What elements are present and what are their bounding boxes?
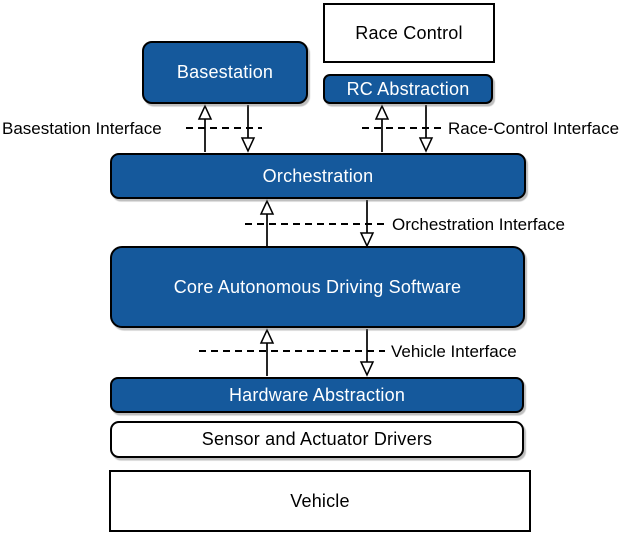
node-hardware-abstraction: Hardware Abstraction bbox=[110, 377, 524, 413]
arrow-hardware-to-core bbox=[259, 328, 275, 376]
node-basestation: Basestation bbox=[142, 41, 308, 104]
arrow-core-to-orchestration bbox=[259, 199, 275, 246]
node-orchestration: Orchestration bbox=[110, 153, 526, 199]
arrow-core-to-hardware bbox=[359, 329, 375, 377]
node-core-autonomous-driving-software: Core Autonomous Driving Software bbox=[110, 246, 525, 328]
label-orchestration-interface: Orchestration Interface bbox=[392, 215, 565, 234]
arrow-rc-abstraction-to-orchestration bbox=[418, 105, 434, 153]
arrow-basestation-to-orchestration bbox=[240, 105, 256, 153]
arrow-orchestration-to-core bbox=[359, 200, 375, 248]
label-race-control-interface: Race-Control Interface bbox=[448, 119, 620, 138]
node-race-control: Race Control bbox=[323, 3, 495, 63]
label-basestation-interface: Basestation Interface bbox=[2, 119, 162, 138]
label-vehicle-interface: Vehicle Interface bbox=[391, 342, 517, 361]
node-sensor-actuator-drivers: Sensor and Actuator Drivers bbox=[110, 421, 524, 458]
node-vehicle: Vehicle bbox=[109, 470, 531, 532]
arrow-orchestration-to-rc-abstraction bbox=[374, 104, 390, 152]
arrow-orchestration-to-basestation bbox=[197, 104, 213, 152]
node-rc-abstraction: RC Abstraction bbox=[323, 74, 493, 104]
